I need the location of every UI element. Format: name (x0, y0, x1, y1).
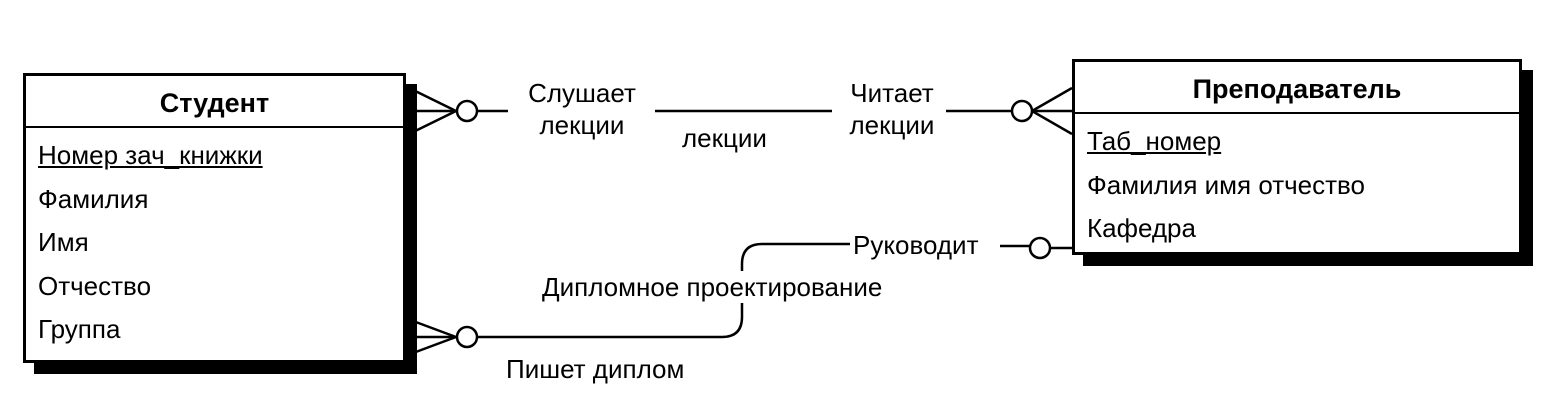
attribute-primary-key: Номер зач_книжки (38, 140, 263, 170)
optional-circle (1010, 99, 1034, 123)
student-entity: Студент Номер зач_книжки Фамилия Имя Отч… (23, 73, 406, 363)
attribute: Отчество (38, 270, 152, 301)
optional-circle (455, 325, 479, 349)
attribute: Кафедра (1087, 213, 1196, 243)
entity-title: Студент (26, 76, 403, 128)
entity-attributes: Номер зач_книжки Фамилия Имя Отчество Гр… (26, 128, 403, 352)
lectures-teacher-role-label: Читает лекции (849, 78, 935, 140)
optional-circle (1028, 236, 1052, 260)
attribute: Группа (38, 314, 121, 344)
teacher-entity: Преподаватель Таб_номер Фамилия имя отче… (1072, 59, 1522, 255)
attribute-primary-key: Таб_номер (1087, 126, 1222, 156)
attribute: Имя (38, 227, 89, 257)
entity-title: Преподаватель (1075, 62, 1519, 114)
crows-foot-line-lower (1031, 109, 1073, 136)
diploma-teacher-role-label: Руководит (852, 229, 980, 261)
lectures-relationship-name: лекции (682, 123, 767, 153)
lectures-student-end (404, 84, 508, 138)
crows-foot-line-upper (1031, 86, 1073, 113)
diploma-teacher-end (1000, 236, 1073, 260)
diploma-student-role-label: Пишет диплом (506, 354, 685, 384)
entity-attributes: Таб_номер Фамилия имя отчество Кафедра (1075, 114, 1519, 251)
lectures-teacher-end (946, 86, 1073, 136)
optional-circle (455, 99, 479, 123)
attribute: Фамилия имя отчество (1087, 169, 1366, 200)
lectures-student-role-label: Слушает лекции (528, 78, 636, 140)
attribute: Фамилия (38, 183, 149, 214)
diploma-relationship-name: Дипломное проектирование (540, 271, 885, 303)
